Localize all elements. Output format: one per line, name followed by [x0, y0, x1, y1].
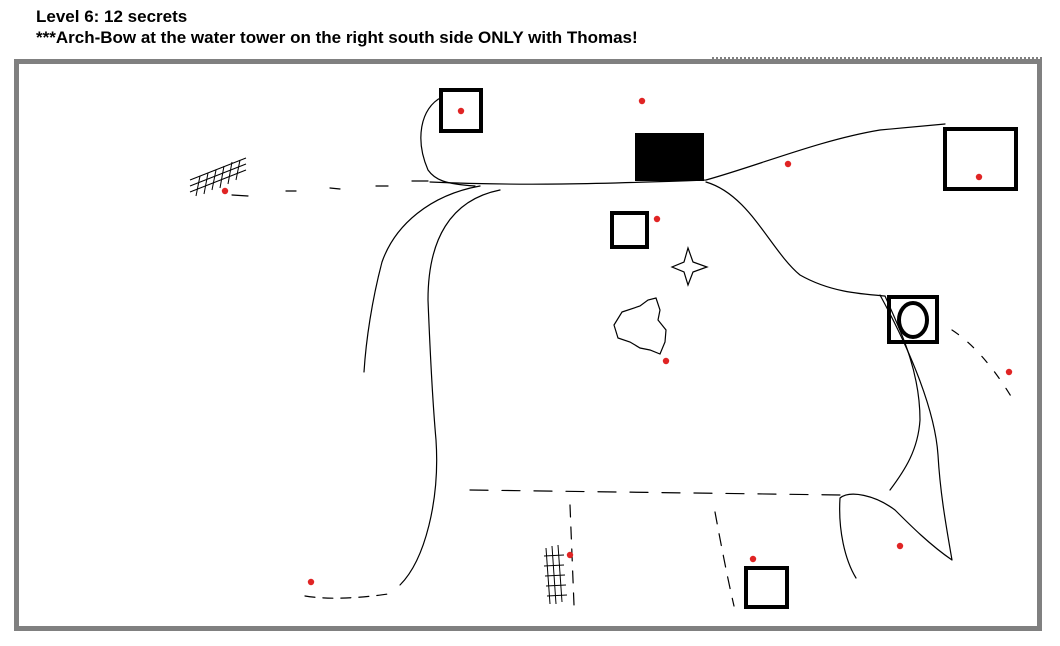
- map-roads: [231, 96, 1013, 607]
- open-square-markers: [439, 88, 1018, 609]
- secret-marker-icon: [653, 215, 661, 223]
- loop-east-road: [705, 181, 921, 491]
- north-loop-road: [420, 96, 476, 187]
- filled-square-marker-icon: [635, 133, 704, 181]
- level-title: Level 6: 12 secrets: [36, 7, 188, 26]
- secret-marker-icon: [784, 160, 792, 168]
- secret-marker-icon: [457, 107, 465, 115]
- circle-in-square-marker-icon: [887, 295, 939, 344]
- southwest-dashed-road: [304, 593, 389, 599]
- open-square-marker-icon: [744, 566, 789, 609]
- secret-marker-icon: [896, 542, 904, 550]
- loop-west-road: [399, 189, 501, 586]
- secret-markers: [221, 97, 1013, 586]
- secret-marker-icon: [307, 578, 315, 586]
- secret-marker-icon: [975, 173, 983, 181]
- open-square-marker-icon: [610, 211, 649, 249]
- secret-marker-icon: [221, 187, 229, 195]
- pond-outline: [613, 297, 667, 355]
- main-road: [429, 123, 946, 185]
- west-dashed-road: [231, 180, 429, 197]
- secret-marker-icon: [638, 97, 646, 105]
- secret-marker-icon: [1005, 368, 1013, 376]
- secret-note: ***Arch-Bow at the water tower on the ri…: [36, 28, 638, 47]
- crosshatch-icon: [543, 544, 568, 605]
- secret-marker-icon: [566, 551, 574, 559]
- open-square-marker-icon: [439, 88, 483, 133]
- open-square-marker-icon: [943, 127, 1018, 191]
- west-branch-road: [363, 185, 481, 373]
- south-to-square-dashed-road: [714, 511, 735, 607]
- east-dashed-path: [951, 329, 1013, 399]
- south-dashed-road: [469, 489, 841, 496]
- secret-marker-icon: [749, 555, 757, 563]
- map-frame: [14, 59, 1042, 631]
- four-point-star-icon: [670, 246, 709, 287]
- crosshatch-icon: [189, 157, 247, 197]
- southeast-road: [839, 294, 953, 579]
- secret-marker-icon: [662, 357, 670, 365]
